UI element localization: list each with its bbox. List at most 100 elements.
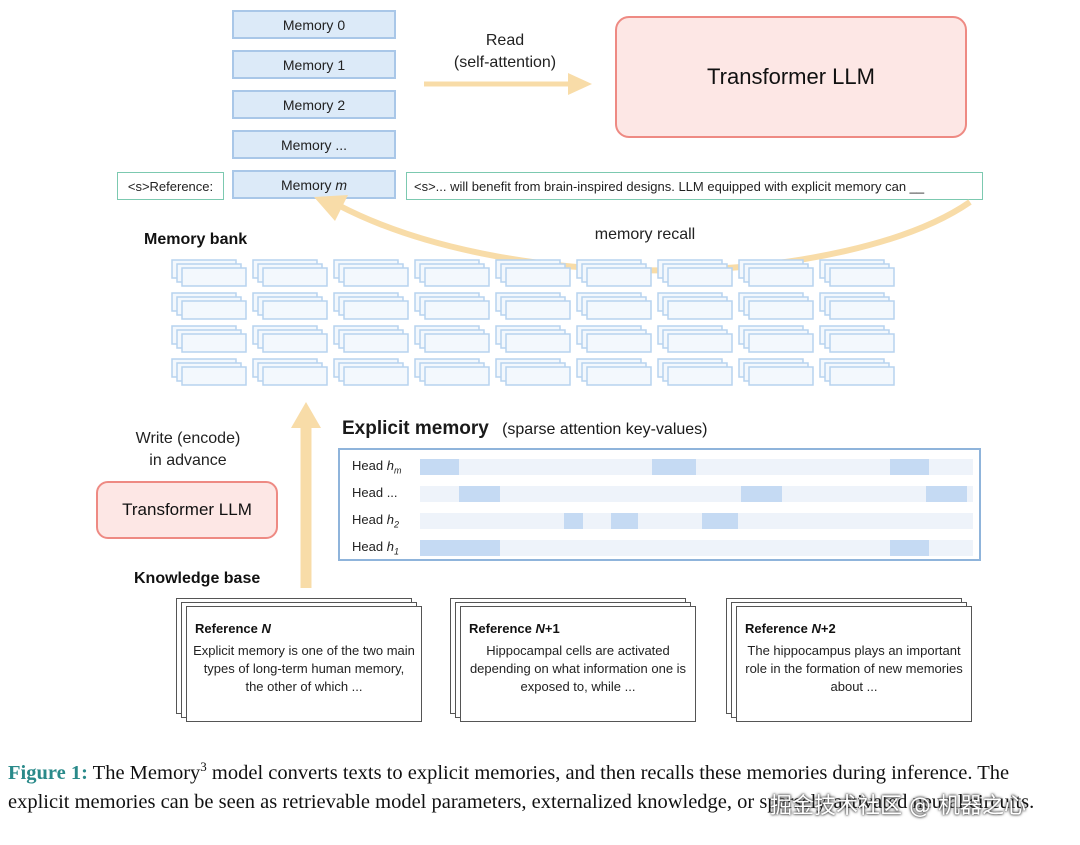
transformer-llm-bottom: Transformer LLM: [96, 481, 278, 539]
memory-bank-grid: [171, 259, 895, 386]
read-arrow: [424, 73, 592, 95]
head-label-text: Head: [352, 539, 387, 554]
head-active-segment: [420, 459, 459, 475]
head-active-segment: [420, 540, 501, 556]
reference-title: Reference N+2: [745, 621, 836, 636]
memory-bank-cell: [343, 300, 409, 320]
memory-bank-cell: [424, 366, 490, 386]
caption-sup: 3: [200, 759, 207, 774]
memory-bank-cell: [748, 366, 814, 386]
head-label-text: Head ...: [352, 485, 398, 500]
caption-figure-number: Figure 1:: [8, 761, 88, 784]
reference-text: Explicit memory is one of the two main t…: [193, 643, 415, 694]
memory-bank-cell: [424, 300, 490, 320]
head-label: Head h1: [352, 539, 399, 557]
memory-bank-cell: [505, 333, 571, 353]
head-active-segment: [702, 513, 738, 529]
head-track: [420, 486, 973, 502]
memory-bank-label: Memory bank: [144, 231, 248, 248]
memory-bank-cell: [181, 333, 247, 353]
head-track: [420, 540, 973, 556]
memory-box-2: Memory 2: [232, 90, 396, 119]
memory-bank-cell: [343, 366, 409, 386]
memory-bank-cell: [667, 333, 733, 353]
memory-bank-cell: [829, 300, 895, 320]
memory-recall-label: memory recall: [594, 226, 696, 243]
explicit-memory-heading: Explicit memory: [342, 418, 489, 439]
head-label-var: h: [386, 458, 394, 473]
watermark: 掘金技术社区 @ 机器之心: [770, 794, 1026, 819]
memory-box-0: Memory 0: [232, 10, 396, 39]
memory-bank-cell: [586, 366, 652, 386]
read-label: Read: [485, 32, 525, 49]
write-arrow: [291, 402, 321, 588]
memory-box-m: Memory m: [232, 170, 396, 199]
memory-bank-cell: [262, 333, 328, 353]
memory-bank-cell: [829, 333, 895, 353]
memory-bank-cell: [748, 333, 814, 353]
memory-bank-cell: [181, 300, 247, 320]
head-active-segment: [610, 513, 639, 529]
memory-bank-cell: [424, 267, 490, 287]
head-active-segment: [652, 459, 697, 475]
head-active-segment: [890, 540, 929, 556]
memory-bank-cell: [262, 300, 328, 320]
head-track: [420, 513, 973, 529]
head-label: Head ...: [352, 485, 398, 500]
memory-bank-cell: [424, 333, 490, 353]
caption-text-before: The Memory: [92, 761, 201, 784]
explicit-memory-sub: (sparse attention key-values): [502, 421, 708, 438]
context-text: <s>... will benefit from brain-inspired …: [406, 172, 983, 200]
knowledge-base-label: Knowledge base: [134, 570, 261, 587]
head-active-segment: [458, 486, 501, 502]
memory-m-var: m: [335, 176, 348, 193]
explicit-memory-title: Explicit memory (sparse attention key-va…: [342, 418, 708, 440]
memory-bank-cell: [181, 366, 247, 386]
head-label-var: h: [386, 539, 394, 554]
reference-sheet: Reference N Explicit memory is one of the…: [186, 606, 422, 722]
memory-bank-cell: [667, 366, 733, 386]
memory-bank-cell: [343, 267, 409, 287]
write-label: Write (encode): [135, 430, 241, 447]
caption-text-after: model converts texts to explicit memorie…: [8, 761, 1035, 813]
memory-bank-cell: [262, 366, 328, 386]
memory-box-ellipsis: Memory ...: [232, 130, 396, 159]
head-label: Head h2: [352, 512, 399, 530]
figure-caption: Figure 1: The Memory3 model converts tex…: [8, 752, 1072, 817]
memory-bank-cell: [829, 366, 895, 386]
memory-bank-cell: [829, 267, 895, 287]
head-label-text: Head: [352, 458, 387, 473]
memory-bank-cell: [505, 366, 571, 386]
memory-bank-cell: [181, 267, 247, 287]
reference-title: Reference N+1: [469, 621, 560, 636]
reference-tag: <s>Reference:: [117, 172, 224, 200]
memory-bank-cell: [586, 333, 652, 353]
head-label: Head hm: [352, 458, 401, 476]
memory-bank-cell: [505, 267, 571, 287]
head-active-segment: [925, 486, 968, 502]
transformer-llm-top: Transformer LLM: [615, 16, 967, 138]
memory-bank-cell: [667, 267, 733, 287]
memory-bank-cell: [586, 300, 652, 320]
head-active-segment: [890, 459, 929, 475]
memory-bank-cell: [748, 267, 814, 287]
memory-bank-cell: [262, 267, 328, 287]
head-label-var: h: [386, 512, 394, 527]
reference-title: Reference N: [195, 621, 271, 636]
reference-text: The hippocampus plays an important role …: [745, 643, 963, 694]
write-label-2: in advance: [149, 452, 227, 469]
memory-m-prefix: Memory: [280, 176, 336, 193]
memory-bank-cell: [505, 300, 571, 320]
head-label-subscript: 2: [393, 519, 399, 530]
reference-index-var: N: [811, 621, 821, 636]
memory-bank-cell: [343, 333, 409, 353]
head-label-text: Head: [352, 512, 387, 527]
head-track: [420, 459, 973, 475]
read-sub-label: (self-attention): [453, 54, 557, 71]
head-label-subscript: 1: [393, 546, 399, 557]
